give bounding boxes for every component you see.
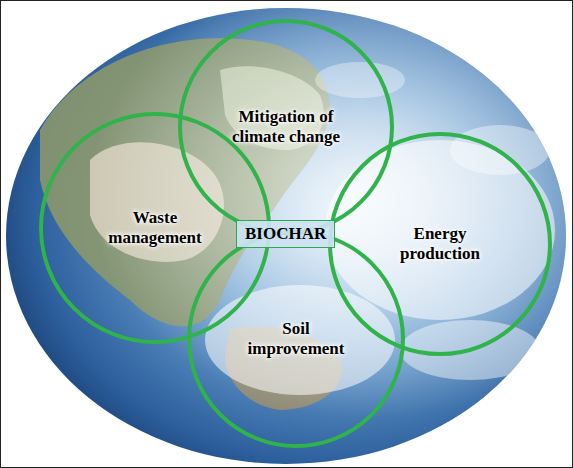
- node-label: Mitigation of climate change: [227, 107, 345, 146]
- center-box: BIOCHAR: [236, 220, 335, 248]
- topic-circle: Energy production: [328, 132, 552, 356]
- node-label: Energy production: [388, 224, 493, 263]
- circle-ring: [41, 114, 269, 342]
- circle-ring: [330, 134, 550, 354]
- node-label: BIOCHAR: [245, 224, 326, 244]
- topic-circle: Soil improvement: [187, 230, 405, 448]
- node-label: Soil improvement: [244, 319, 349, 358]
- circle-ring: [189, 232, 403, 446]
- node-label: Waste management: [103, 208, 208, 247]
